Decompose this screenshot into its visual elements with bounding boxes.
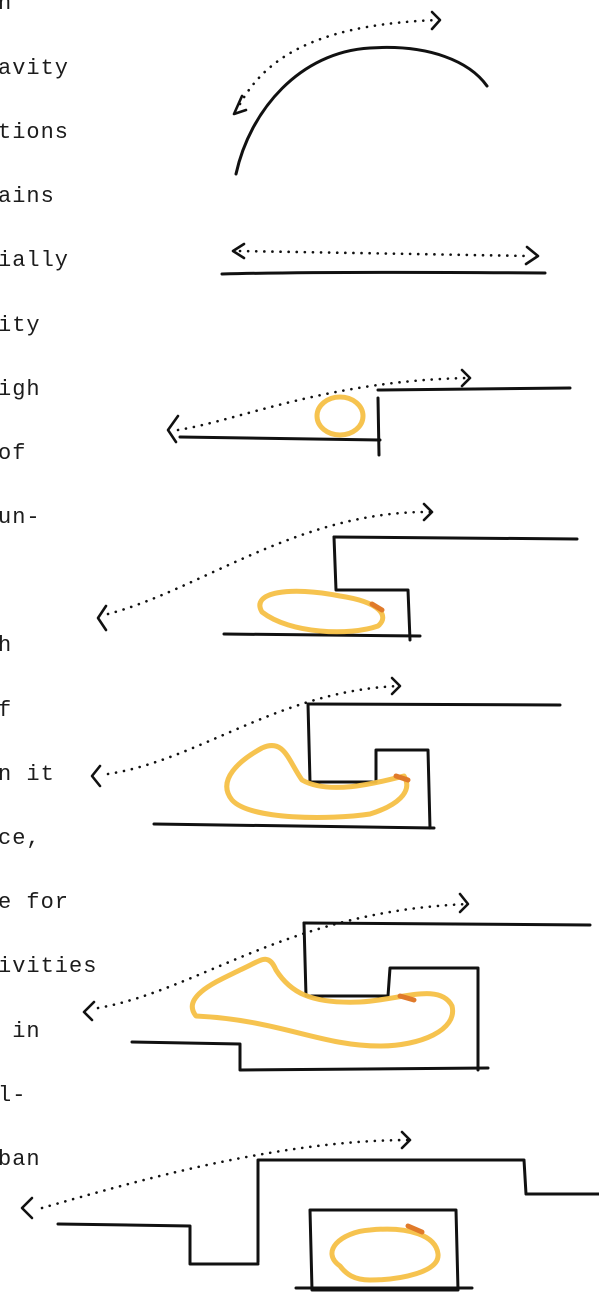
- text-line-14: ce,: [0, 826, 41, 851]
- text-line-5: ially: [0, 248, 70, 273]
- text-line-6: ity: [0, 313, 41, 338]
- text-line-1: n: [0, 0, 13, 16]
- sketch-5-deep: [90, 676, 562, 830]
- text-line-4: ains: [0, 184, 55, 209]
- text-line-15: e for: [0, 890, 70, 915]
- text-line-19: ban: [0, 1147, 41, 1172]
- text-line-7: igh: [0, 377, 41, 402]
- text-line-9: un-: [0, 505, 41, 530]
- text-line-18: l-: [0, 1083, 27, 1108]
- text-line-11: h: [0, 633, 13, 658]
- text-line-13: n it: [0, 762, 55, 787]
- text-line-8: of: [0, 441, 27, 466]
- sketch-3-step: [166, 368, 572, 457]
- text-line-2: avity: [0, 56, 70, 81]
- text-line-12: f: [0, 698, 13, 723]
- sketch-7-enclosed: [20, 1130, 599, 1292]
- sketch-6-stepped: [82, 892, 592, 1072]
- text-line-3: tions: [0, 120, 70, 145]
- text-line-17: in: [0, 1019, 41, 1044]
- text-line-16: ivities: [0, 954, 98, 979]
- sketch-4-overhang: [96, 502, 579, 642]
- sketch-2-flat: [220, 242, 547, 276]
- sketch-1-arc: [232, 10, 489, 176]
